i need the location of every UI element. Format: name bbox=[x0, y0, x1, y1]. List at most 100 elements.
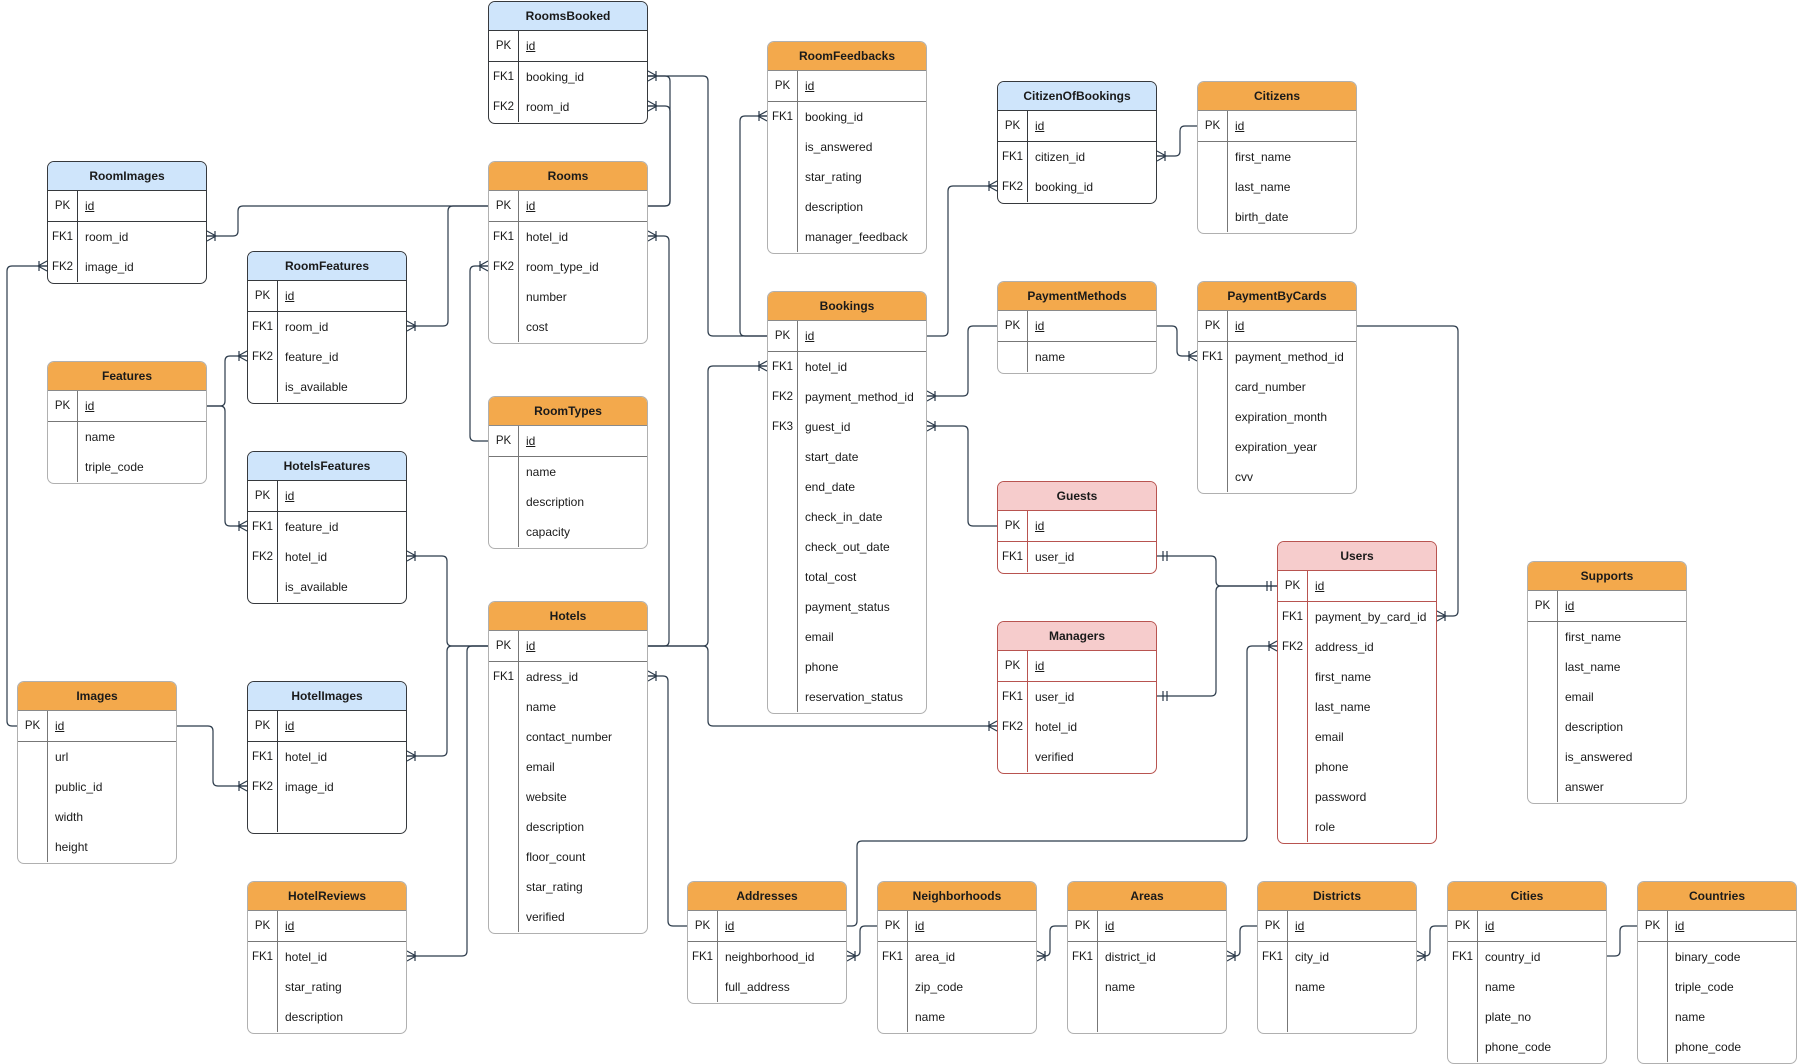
field-name: room_type_id bbox=[526, 260, 599, 274]
table-row: public_id bbox=[18, 772, 176, 802]
field-name: first_name bbox=[1235, 150, 1292, 164]
table-title: RoomsBooked bbox=[489, 2, 647, 31]
field-name: room_id bbox=[85, 230, 129, 244]
key-label: FK1 bbox=[1001, 691, 1024, 703]
table-row: description bbox=[248, 1002, 406, 1032]
crowfoot-marker bbox=[987, 180, 998, 192]
key-label: FK1 bbox=[881, 951, 904, 963]
field-name: id bbox=[915, 919, 925, 933]
field-name: expiration_month bbox=[1235, 410, 1328, 424]
table-row: role bbox=[1278, 812, 1436, 842]
crowfoot-marker bbox=[1187, 350, 1198, 362]
field-name: name bbox=[1105, 980, 1136, 994]
field-name: id bbox=[85, 399, 95, 413]
key-label: FK2 bbox=[1001, 181, 1024, 193]
key-label: FK1 bbox=[492, 231, 515, 243]
crowfoot-marker bbox=[926, 420, 937, 432]
table-row: verified bbox=[998, 742, 1156, 772]
key-column-divider bbox=[47, 711, 48, 862]
key-label: PK bbox=[24, 720, 41, 732]
relationship-line bbox=[1037, 925, 1067, 957]
key-label: PK bbox=[495, 435, 512, 447]
table-row: is_available bbox=[248, 372, 406, 402]
relationship-line bbox=[469, 265, 488, 442]
key-label: PK bbox=[254, 290, 271, 302]
field-name: name bbox=[526, 465, 557, 479]
key-label: PK bbox=[54, 200, 71, 212]
key-label: FK1 bbox=[771, 361, 794, 373]
table-row: binary_code bbox=[1638, 942, 1796, 972]
field-name: id bbox=[1105, 919, 1115, 933]
key-label: PK bbox=[1004, 660, 1021, 672]
field-name: name bbox=[1295, 980, 1326, 994]
key-column-divider bbox=[518, 426, 519, 547]
field-name: neighborhood_id bbox=[725, 950, 815, 964]
table-row: full_address bbox=[688, 972, 846, 1002]
table-row: first_name bbox=[1198, 142, 1356, 172]
table-title: Cities bbox=[1448, 882, 1606, 911]
crowfoot-marker bbox=[846, 950, 857, 962]
key-label: FK2 bbox=[51, 261, 74, 273]
key-column-divider bbox=[1557, 591, 1558, 802]
key-label: PK bbox=[1534, 600, 1551, 612]
relationship-line bbox=[207, 205, 488, 237]
key-label: FK3 bbox=[771, 421, 794, 433]
field-name: id bbox=[1035, 519, 1045, 533]
table-row: website bbox=[489, 782, 647, 812]
table-row: description bbox=[489, 487, 647, 517]
key-label: PK bbox=[495, 200, 512, 212]
key-label: PK bbox=[694, 920, 711, 932]
table-title: HotelImages bbox=[248, 682, 406, 711]
relationship-line bbox=[207, 355, 247, 407]
field-name: first_name bbox=[1315, 670, 1372, 684]
table-row: last_name bbox=[1198, 172, 1356, 202]
relationship-line bbox=[407, 645, 488, 757]
field-name: description bbox=[526, 495, 585, 509]
field-name: contact_number bbox=[526, 730, 613, 744]
field-name: hotel_id bbox=[1035, 720, 1078, 734]
table-row: is_available bbox=[248, 572, 406, 602]
relationship-line bbox=[648, 75, 671, 207]
key-label: FK2 bbox=[251, 551, 274, 563]
field-name: name bbox=[1675, 1010, 1706, 1024]
relationship-line bbox=[1157, 325, 1197, 357]
field-name: id bbox=[805, 79, 815, 93]
key-column-divider bbox=[277, 711, 278, 832]
